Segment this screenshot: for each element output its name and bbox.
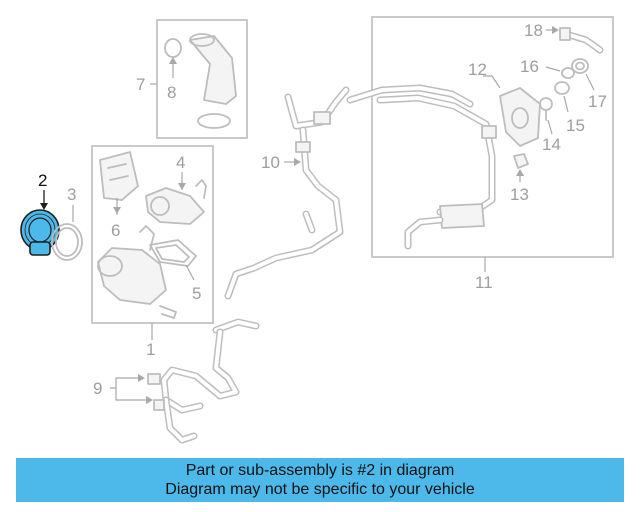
callout-5[interactable]: 5 [192,284,201,303]
callout-7[interactable]: 7 [136,75,145,94]
callout-6[interactable]: 6 [111,221,120,240]
seal-part-16 [561,67,575,79]
banner-line-1: Part or sub-assembly is #2 in diagram [185,462,455,479]
callout-2[interactable]: 2 [38,171,47,190]
gasket-part-2[interactable] [20,209,60,256]
valve-part-12 [499,87,541,147]
frame-group-11 [371,16,614,258]
o-ring-part-8 [164,38,182,58]
hose-part-10 [224,86,350,300]
callout-13[interactable]: 13 [510,185,529,204]
parts-diagram: 2 3 6 4 5 1 8 7 10 [20,16,614,444]
frame-group-7-8 [156,19,248,139]
callout-16[interactable]: 16 [520,57,539,76]
o-ring-part-17 [571,58,589,74]
gasket-part-5 [149,239,197,267]
callout-11[interactable]: 11 [475,273,493,292]
callout-14[interactable]: 14 [542,135,561,154]
callout-18[interactable]: 18 [524,21,543,40]
callout-12[interactable]: 12 [468,60,487,79]
info-banner: Part or sub-assembly is #2 in diagram Di… [16,458,624,502]
callout-3[interactable]: 3 [67,185,76,204]
callout-9[interactable]: 9 [93,379,102,398]
o-ring-part-3 [51,223,83,261]
pipe-part-18 [559,27,604,54]
callout-10[interactable]: 10 [261,153,280,172]
bracket-part-6 [99,151,139,201]
outlet-pipe-part-7 [189,35,237,105]
callout-15[interactable]: 15 [566,116,585,135]
callout-8[interactable]: 8 [167,83,176,102]
callout-4[interactable]: 4 [176,153,185,172]
arrow-2 [40,203,48,210]
banner-line-2: Diagram may not be specific to your vehi… [165,481,475,498]
washer-part-15 [554,81,570,95]
housing-part-1 [97,247,167,305]
thermostat-part-4 [145,187,205,225]
callout-1[interactable]: 1 [146,340,155,359]
bolt-part-14 [539,97,553,111]
fitting-part-13 [513,153,529,169]
callout-17[interactable]: 17 [588,92,607,111]
pipe-assembly-part-11 [346,84,497,250]
hose-part-9 [147,318,260,444]
